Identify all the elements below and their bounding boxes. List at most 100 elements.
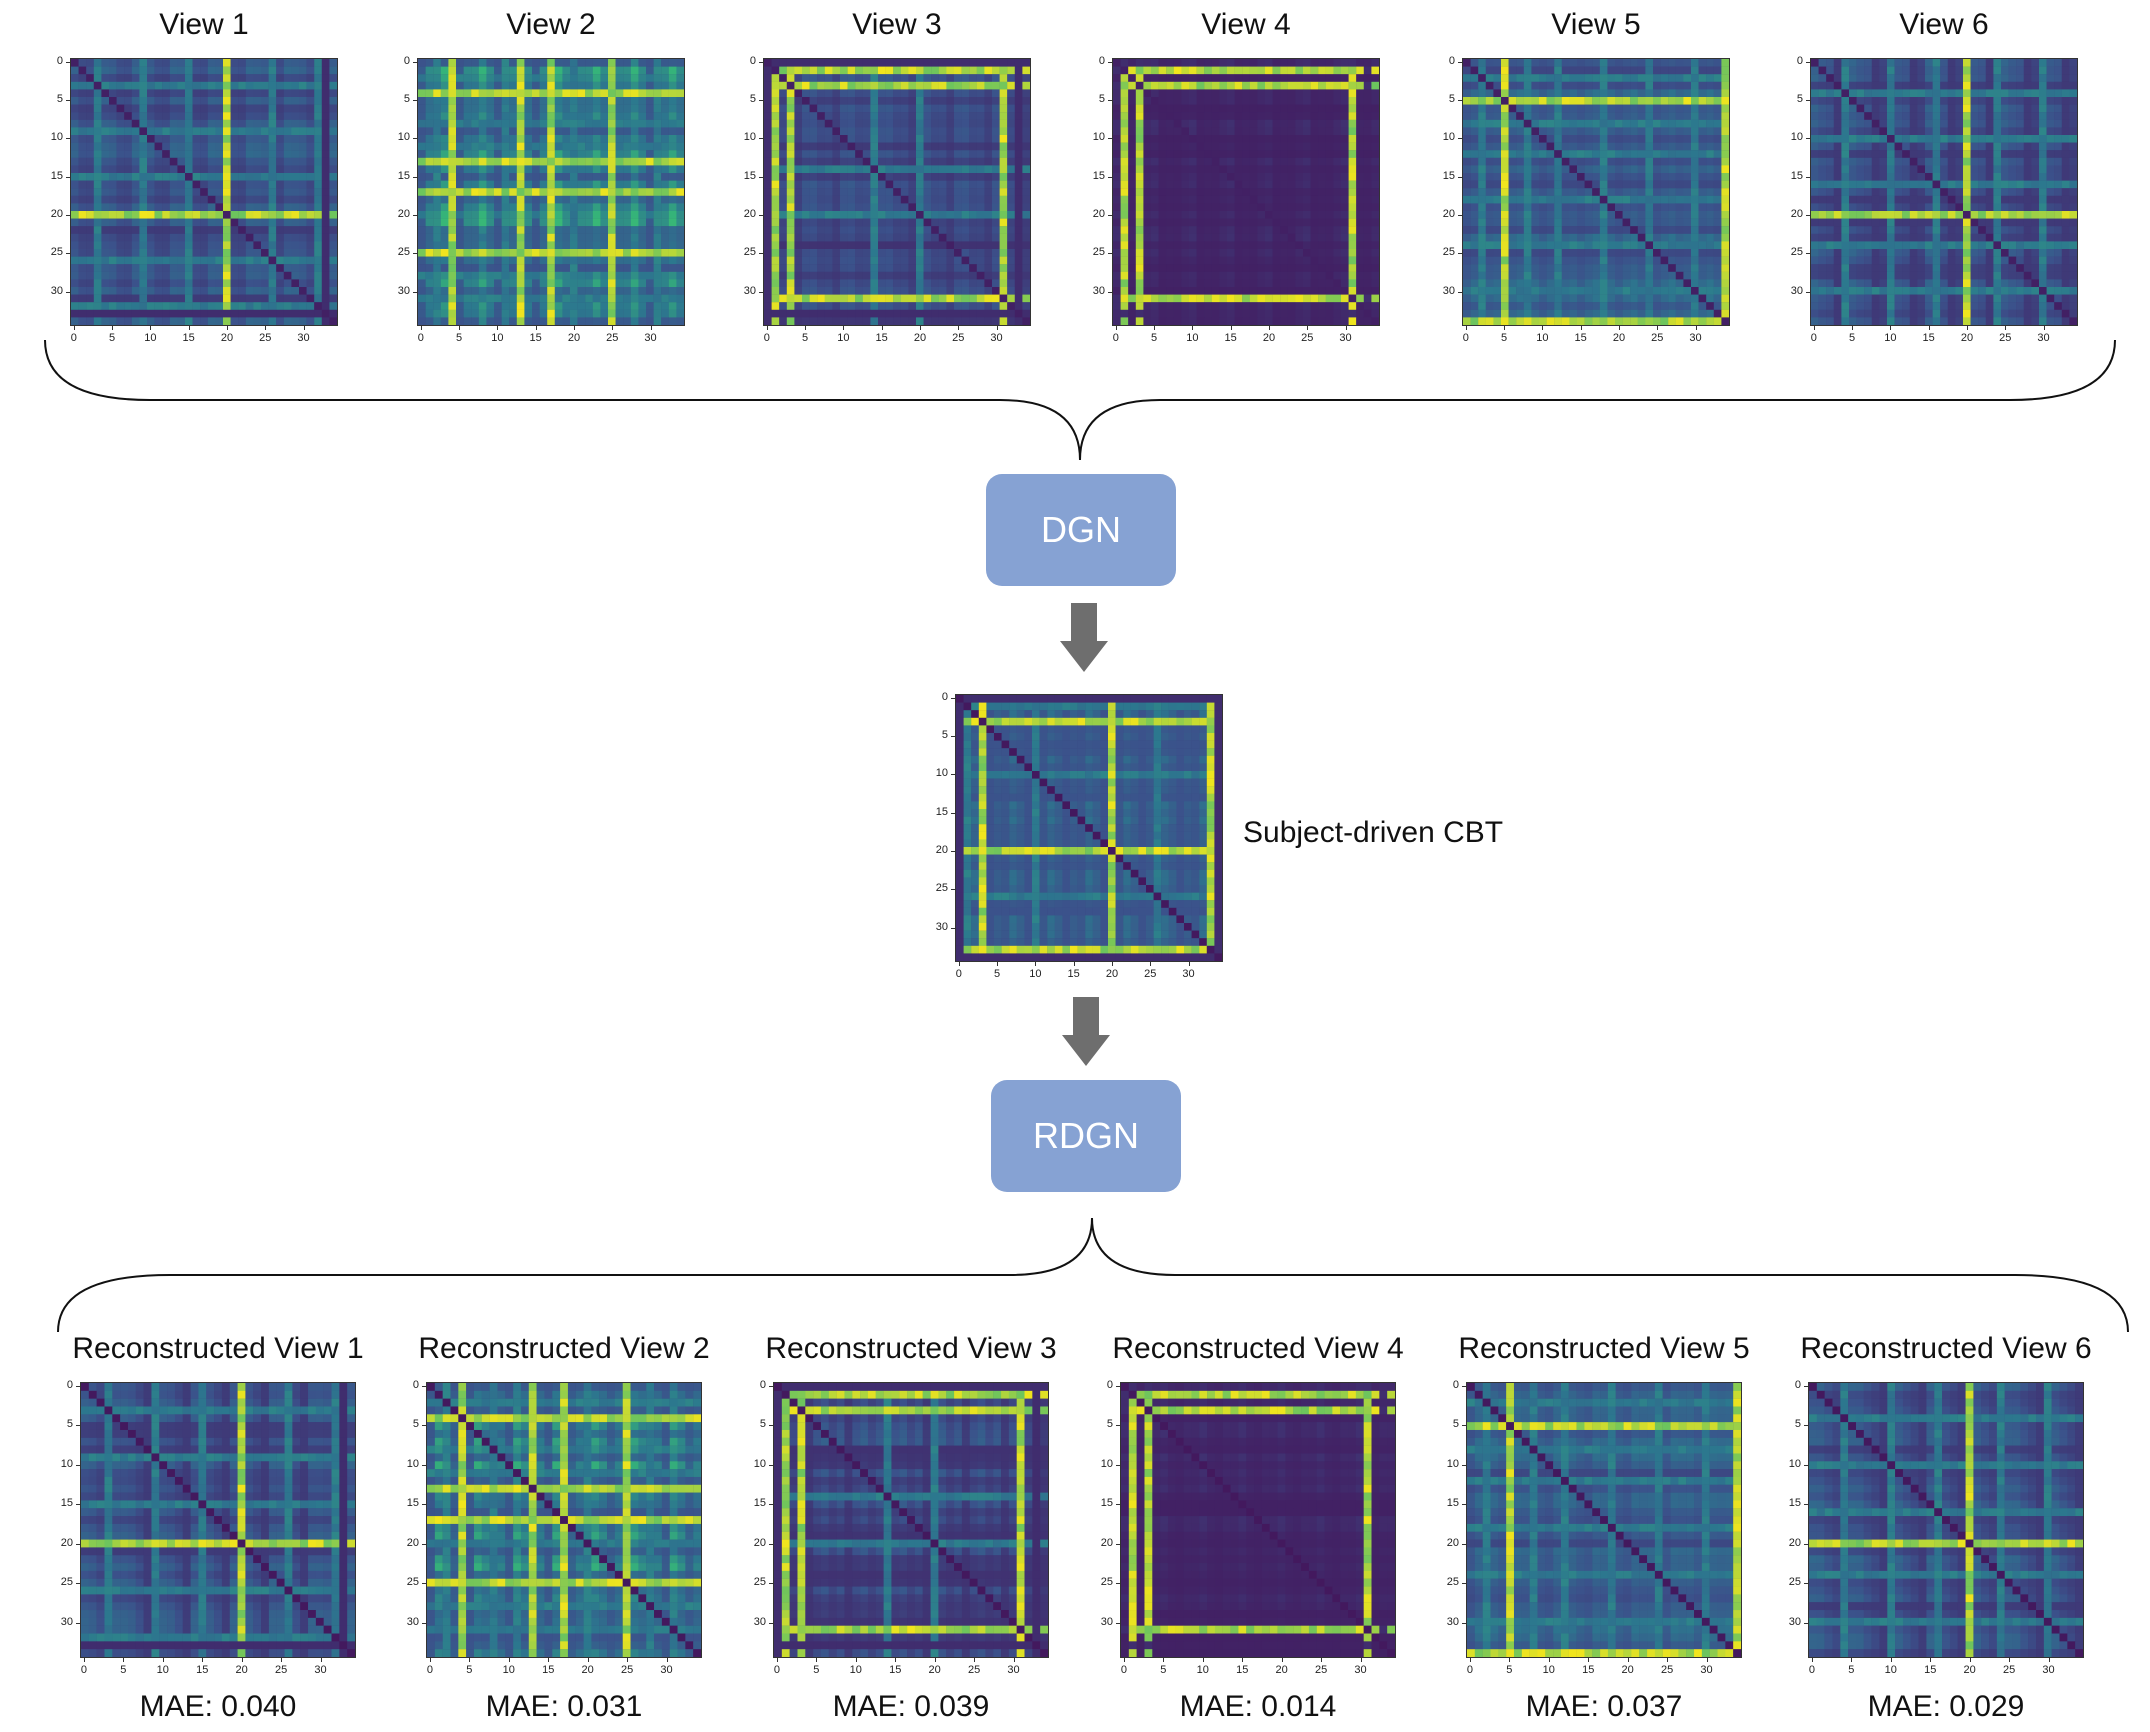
rdgn-label: RDGN [1033,1115,1139,1156]
y-tick-mark [1462,1464,1466,1466]
x-tick-mark [1813,326,1815,330]
y-tick-mark [66,100,70,102]
x-tick-label: 30 [660,1664,673,1676]
y-tick-label: 0 [66,1378,73,1391]
y-tick-mark [1116,1425,1120,1427]
x-tick-mark [1123,1658,1125,1662]
y-tick-label: 15 [743,169,756,182]
view-title: View 5 [1551,8,1641,41]
x-tick-label: 10 [1884,1664,1897,1676]
x-tick-label: 0 [1810,332,1817,344]
view-title: View 4 [1201,8,1291,41]
x-tick-label: 10 [502,1664,515,1676]
x-tick-mark [934,1658,936,1662]
y-tick-label: 0 [941,690,948,703]
y-tick-mark [1108,100,1112,102]
y-tick-mark [1806,214,1810,216]
x-tick-mark [469,1658,471,1662]
x-tick-label: 15 [196,1664,209,1676]
x-tick-mark [1928,326,1930,330]
y-tick-label: 15 [50,169,63,182]
x-tick-mark [1345,326,1347,330]
y-tick-mark [76,1385,80,1387]
y-tick-mark [769,1385,773,1387]
heatmap-cells [418,59,684,325]
x-tick-label: 5 [1848,1664,1855,1676]
y-tick-mark [66,253,70,255]
down-arrow-icon [1060,603,1108,672]
x-tick-label: 20 [581,1664,594,1676]
y-tick-label: 5 [749,93,756,106]
y-tick-label: 5 [412,1418,419,1431]
x-tick-label: 30 [1354,1664,1367,1676]
input-view-heatmap [417,58,685,326]
y-tick-label: 15 [60,1497,73,1510]
x-tick-label: 30 [2037,332,2050,344]
y-tick-mark [422,1504,426,1506]
y-tick-label: 25 [60,1576,73,1589]
x-tick-mark [805,326,807,330]
input-view-heatmap [1810,58,2078,326]
y-tick-label: 0 [403,54,410,67]
y-tick-label: 10 [1446,1457,1459,1470]
bottom-brace [57,1217,2129,1333]
x-tick-label: 5 [994,968,1001,980]
y-tick-label: 25 [753,1576,766,1589]
heatmap-cells [764,59,1030,325]
x-tick-label: 0 [1120,1664,1127,1676]
y-tick-label: 10 [935,767,948,780]
x-tick-mark [83,1658,85,1662]
y-tick-label: 20 [935,843,948,856]
y-tick-mark [413,291,417,293]
y-tick-label: 20 [50,207,63,220]
x-tick-label: 5 [802,332,809,344]
y-tick-label: 20 [397,207,410,220]
y-tick-mark [1458,253,1462,255]
x-tick-label: 10 [1542,1664,1555,1676]
x-tick-label: 30 [644,332,657,344]
y-tick-mark [413,214,417,216]
x-tick-mark [281,1658,283,1662]
y-tick-label: 20 [743,207,756,220]
y-tick-mark [769,1425,773,1427]
y-tick-mark [951,850,955,852]
y-tick-mark [951,889,955,891]
y-tick-mark [1804,1543,1808,1545]
x-tick-mark [202,1658,204,1662]
x-tick-label: 5 [1160,1664,1167,1676]
y-tick-label: 20 [60,1536,73,1549]
x-tick-label: 20 [1275,1664,1288,1676]
y-tick-mark [422,1425,426,1427]
y-tick-mark [951,812,955,814]
x-tick-label: 25 [1660,1664,1674,1676]
y-tick-mark [413,176,417,178]
x-tick-label: 25 [606,332,619,344]
y-tick-label: 20 [1446,1536,1459,1549]
y-tick-label: 20 [1100,1536,1113,1549]
y-tick-mark [1108,138,1112,140]
y-tick-mark [413,61,417,63]
input-view-heatmap [1462,58,1730,326]
heatmap-cells [1467,1383,1741,1657]
input-view-heatmap [1112,58,1380,326]
x-tick-mark [429,1658,431,1662]
x-tick-mark [1035,962,1037,966]
x-tick-mark [958,962,960,966]
x-tick-mark [1588,1658,1590,1662]
y-tick-label: 25 [1442,246,1455,259]
x-tick-mark [1811,1658,1813,1662]
x-tick-label: 20 [1963,1664,1976,1676]
x-tick-mark [265,326,267,330]
y-tick-label: 30 [1100,1615,1113,1628]
x-tick-label: 15 [875,332,888,344]
y-tick-label: 5 [759,1418,766,1431]
y-tick-mark [66,61,70,63]
cbt-heatmap [955,694,1223,962]
x-tick-mark [123,1658,125,1662]
y-tick-label: 20 [1092,207,1105,220]
x-tick-mark [1013,1658,1015,1662]
y-tick-mark [1804,1385,1808,1387]
x-tick-label: 0 [1462,332,1469,344]
view-title: View 2 [506,8,596,41]
y-tick-mark [1458,138,1462,140]
